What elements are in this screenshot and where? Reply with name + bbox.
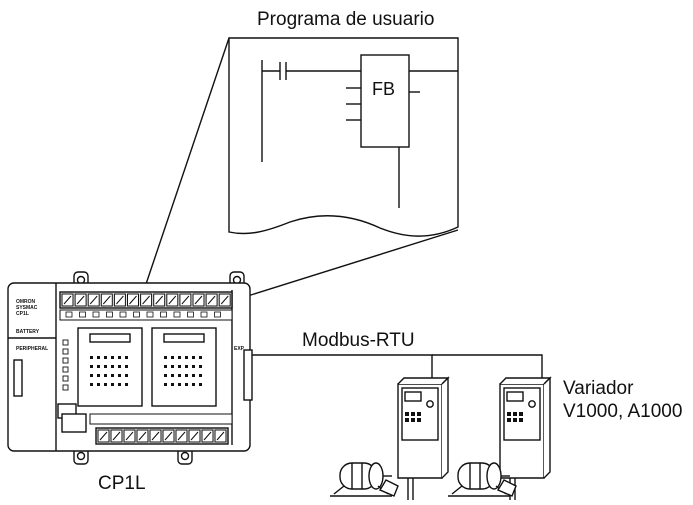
function-block-label: FB — [372, 79, 396, 99]
panel-brand-line-2: SYSMAC — [16, 305, 38, 311]
network-label: Modbus-RTU — [302, 330, 415, 351]
inverter-title-label: Variador — [563, 378, 634, 399]
panel-peripheral-label: PERIPHERAL — [16, 346, 48, 352]
panel-brand-line-3: CP1L — [16, 311, 29, 317]
inverter-1 — [397, 376, 450, 500]
peripheral-port — [13, 359, 23, 397]
inverter-models-label: V1000, A1000 — [563, 401, 683, 422]
modbus-cable — [252, 354, 543, 398]
plc-model-label: CP1L — [98, 473, 146, 494]
plc-unit: OMRON SYSMAC CP1L BATTERY PERIPHERAL EXP — [7, 271, 253, 465]
motor-1 — [330, 462, 399, 497]
program-sheet — [228, 37, 459, 237]
panel-exp-label: EXP — [234, 346, 245, 352]
expansion-connector — [243, 349, 253, 401]
svg-text:PERIPHERAL: PERIPHERAL — [16, 346, 48, 352]
program-title-label: Programa de usuario — [257, 9, 435, 30]
callout-line-left — [143, 37, 230, 291]
panel-brand-line-1: OMRON — [16, 299, 36, 305]
panel-battery-label: BATTERY — [16, 329, 40, 335]
motor-2 — [448, 462, 517, 497]
svg-text:OMRON: OMRON — [16, 299, 36, 305]
svg-text:CP1L: CP1L — [16, 311, 29, 317]
function-block-box — [360, 54, 410, 148]
inverter-2 — [499, 376, 552, 500]
ladder-diagram — [261, 54, 458, 208]
svg-text:BATTERY: BATTERY — [16, 329, 40, 335]
svg-text:SYSMAC: SYSMAC — [16, 305, 38, 311]
svg-text:EXP: EXP — [234, 346, 245, 352]
usb-connector — [61, 413, 87, 433]
